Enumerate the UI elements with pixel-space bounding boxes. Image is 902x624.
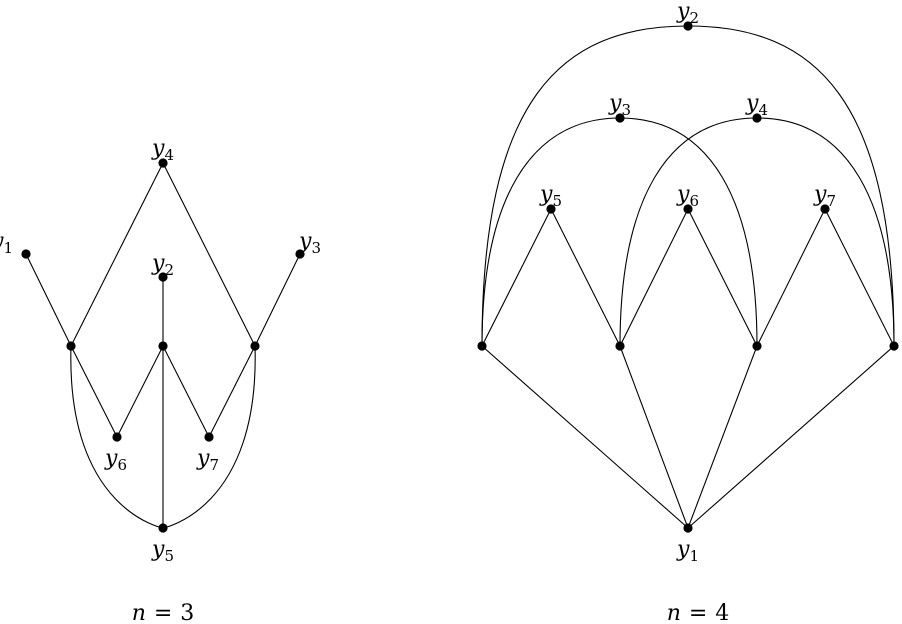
node-n4-p: [477, 341, 487, 351]
edge-n4-y3-r: [619, 117, 758, 347]
node-n4-r: [752, 341, 762, 351]
label-n4-y7: y7: [813, 182, 836, 210]
label-n3-y3: y3: [298, 229, 321, 257]
label-n4-y2: y2: [676, 0, 699, 27]
caption-n3: n = 3: [132, 601, 195, 624]
label-n4-y4: y4: [745, 91, 768, 119]
label-n3-y2: y2: [151, 251, 174, 279]
caption-n3-variable: n: [132, 601, 146, 624]
node-n4-y7: [820, 204, 830, 214]
label-n4-y1: y1: [676, 537, 699, 565]
node-n3-y4: [158, 158, 168, 168]
node-n4-y6: [683, 204, 693, 214]
caption-n4-variable: n: [667, 601, 681, 624]
label-n4-y3: y3: [608, 91, 631, 119]
edge-n3-y6-b: [116, 345, 164, 438]
node-n3-y6: [112, 432, 122, 442]
node-n4-y5: [546, 204, 556, 214]
edge-n4-p-y1: [481, 345, 689, 529]
caption-n4: n = 4: [667, 601, 730, 624]
edge-n4-p-y5: [481, 208, 552, 347]
label-n3-y1: y1: [0, 229, 13, 257]
edge-n4-y5-q: [550, 208, 621, 347]
edge-n3-y7-c: [208, 345, 256, 438]
edge-n3-y1-a: [25, 253, 72, 347]
caption-n4-value: 4: [715, 601, 729, 624]
node-n3-b: [158, 341, 168, 351]
graph-n4: y1 y2 y3 y4 y5 y6 y7: [477, 0, 899, 565]
label-n3-y6: y6: [104, 446, 127, 474]
node-n3-y7: [204, 432, 214, 442]
edge-n4-q-y1: [619, 345, 689, 529]
edge-n4-p-y2: [481, 25, 689, 347]
edge-n4-r-y7: [756, 208, 826, 347]
node-n4-y2: [683, 21, 693, 31]
label-n3-y5: y5: [151, 537, 174, 565]
edge-n4-y4-s: [756, 117, 895, 347]
edge-n4-y7-s: [824, 208, 895, 347]
edge-n3-a-y6: [70, 345, 118, 438]
node-n3-a: [66, 341, 76, 351]
edge-n4-q-y4: [619, 117, 758, 347]
edge-n4-r-y1: [687, 345, 758, 529]
node-n3-y2: [158, 272, 168, 282]
edge-n3-y4-a: [70, 162, 164, 347]
label-n4-y5: y5: [539, 182, 562, 210]
node-n4-y3: [615, 113, 625, 123]
node-n3-y3: [295, 249, 305, 259]
node-n3-y1: [21, 249, 31, 259]
edge-n4-y2-s: [687, 25, 895, 347]
edge-n3-y4-c: [162, 162, 256, 347]
node-n4-q: [615, 341, 625, 351]
edge-n4-s-y1: [687, 345, 895, 529]
edge-n3-y3-c: [254, 253, 301, 347]
label-n3-y4: y4: [151, 136, 174, 164]
edge-n4-y6-r: [687, 208, 758, 347]
node-n3-c: [250, 341, 260, 351]
edge-n4-p-y3: [481, 117, 621, 347]
graph-n3: y1 y2 y3 y4 y5 y6 y7: [0, 136, 321, 565]
node-n4-s: [889, 341, 899, 351]
caption-n3-value: 3: [180, 601, 194, 624]
label-n4-y6: y6: [676, 182, 699, 210]
label-n3-y7: y7: [196, 446, 219, 474]
edge-n3-b-y7: [162, 345, 210, 438]
caption-n4-relation: =: [689, 601, 707, 624]
caption-n3-relation: =: [154, 601, 172, 624]
edge-n4-q-y6: [619, 208, 689, 347]
node-n4-y4: [752, 113, 762, 123]
node-n4-y1: [683, 523, 693, 533]
node-n3-y5: [158, 523, 168, 533]
